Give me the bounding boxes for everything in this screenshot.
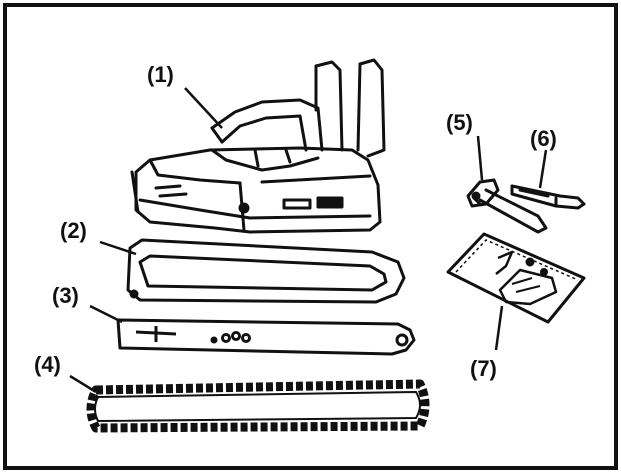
leader-line-4 <box>69 374 97 394</box>
diagram-border <box>3 3 618 470</box>
guide-bar-icon <box>116 318 416 356</box>
saw-chain-icon <box>86 379 430 433</box>
chainsaw-icon <box>130 58 386 234</box>
leader-line-6 <box>538 149 548 189</box>
label-combination-wrench: (5) <box>446 110 473 135</box>
leader-line-5 <box>476 135 484 181</box>
booklet-icon <box>446 232 586 324</box>
leader-line-7 <box>494 305 504 351</box>
leader-line-1 <box>184 87 223 129</box>
leader-line-3 <box>89 304 123 324</box>
bar-cover-icon <box>126 238 406 304</box>
label-screwdriver: (6) <box>530 126 557 151</box>
label-saw-chain: (4) <box>34 352 61 377</box>
label-guide-bar-cover: (2) <box>60 218 87 243</box>
wrench-icon <box>466 178 548 234</box>
label-guide-bar: (3) <box>52 283 79 308</box>
label-manual: (7) <box>470 356 497 381</box>
screwdriver-icon <box>510 184 586 210</box>
label-chainsaw: (1) <box>147 62 174 87</box>
leader-line-2 <box>99 240 137 256</box>
